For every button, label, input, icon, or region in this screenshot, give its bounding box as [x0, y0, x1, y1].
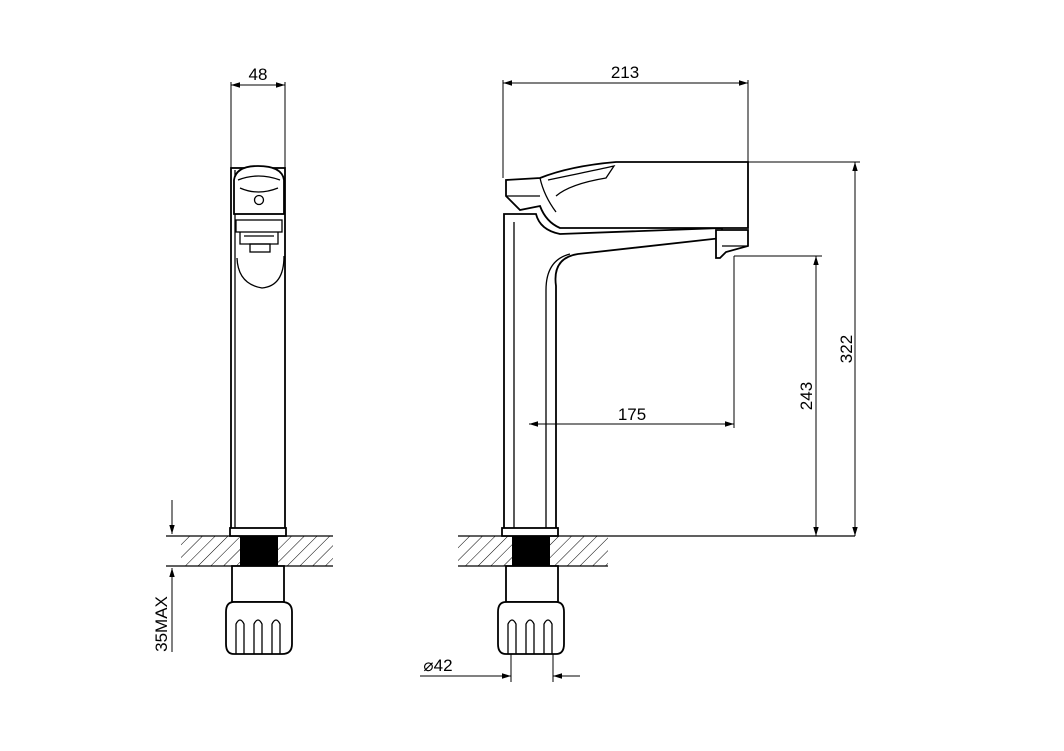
front-spout-aerator [715, 229, 749, 259]
dim-total-height-label: 322 [837, 335, 856, 363]
dim-total-width-label: 213 [611, 63, 639, 82]
dim-mount-thickness: 35MAX [152, 500, 175, 652]
front-mounting-nut [497, 565, 565, 655]
front-handle-lever [505, 161, 749, 229]
front-threaded-shank [512, 536, 550, 566]
side-base-ring [229, 527, 287, 537]
front-faucet-column [503, 213, 723, 531]
front-base-ring [501, 527, 559, 537]
side-faucet-body [230, 167, 286, 531]
dim-spout-reach-label: 175 [618, 405, 646, 424]
dim-hole-diameter-label: ⌀42 [423, 656, 452, 675]
side-aerator [236, 255, 285, 289]
side-mounting-nut [225, 565, 293, 655]
side-threaded-shank [240, 536, 278, 566]
side-cartridge [235, 219, 283, 253]
front-view: 213 322 243 175 ⌀42 [420, 63, 860, 682]
dim-spout-reach: 175 [529, 256, 735, 428]
side-handle-cap [233, 165, 285, 215]
dim-total-width: 213 [502, 63, 749, 178]
dim-side-width-label: 48 [249, 65, 268, 84]
dim-spout-height-label: 243 [797, 382, 816, 410]
side-view: 48 35MAX [152, 65, 333, 655]
dim-side-width: 48 [230, 65, 286, 168]
dim-mount-thickness-label: 35MAX [152, 596, 171, 652]
dim-spout-height: 243 [734, 255, 822, 536]
dim-total-height: 322 [748, 161, 860, 536]
dim-hole-diameter: ⌀42 [420, 654, 580, 682]
